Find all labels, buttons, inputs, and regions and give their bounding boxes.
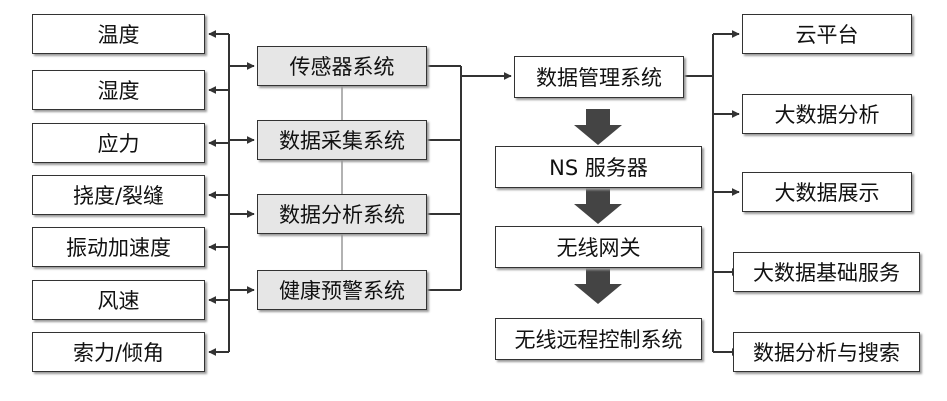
chain-box-wireless-remote-control: 无线远程控制系统 (495, 318, 702, 360)
chain-box-data-management: 数据管理系统 (514, 56, 684, 98)
output-box-big-data-analysis: 大数据分析 (742, 94, 912, 134)
sensor-box-stress: 应力 (32, 123, 205, 163)
output-box-data-analysis-search: 数据分析与搜索 (733, 332, 920, 372)
output-box-big-data-basic-service: 大数据基础服务 (733, 252, 920, 292)
flow-arrow-down-2 (574, 268, 622, 304)
sensor-box-humidity: 湿度 (32, 70, 205, 110)
output-box-cloud-platform: 云平台 (742, 14, 912, 54)
flow-arrow-down-0 (574, 109, 622, 145)
sensor-box-cable-force-tilt: 索力/倾角 (32, 332, 205, 372)
sensor-box-wind-speed: 风速 (32, 280, 205, 320)
chain-box-ns-server: NS 服务器 (495, 146, 702, 188)
system-box-data-analysis: 数据分析系统 (257, 194, 427, 234)
flow-arrow-down-1 (574, 188, 622, 224)
system-box-health-warning: 健康预警系统 (257, 270, 427, 310)
output-box-big-data-display: 大数据展示 (742, 172, 912, 212)
sensor-box-vibration-acceleration: 振动加速度 (32, 227, 205, 267)
system-box-data-acquisition: 数据采集系统 (257, 120, 427, 160)
sensor-box-temperature: 温度 (32, 14, 205, 54)
system-box-sensor: 传感器系统 (257, 46, 427, 86)
chain-box-wireless-gateway: 无线网关 (495, 226, 702, 268)
sensor-box-deflection-crack: 挠度/裂缝 (32, 175, 205, 215)
